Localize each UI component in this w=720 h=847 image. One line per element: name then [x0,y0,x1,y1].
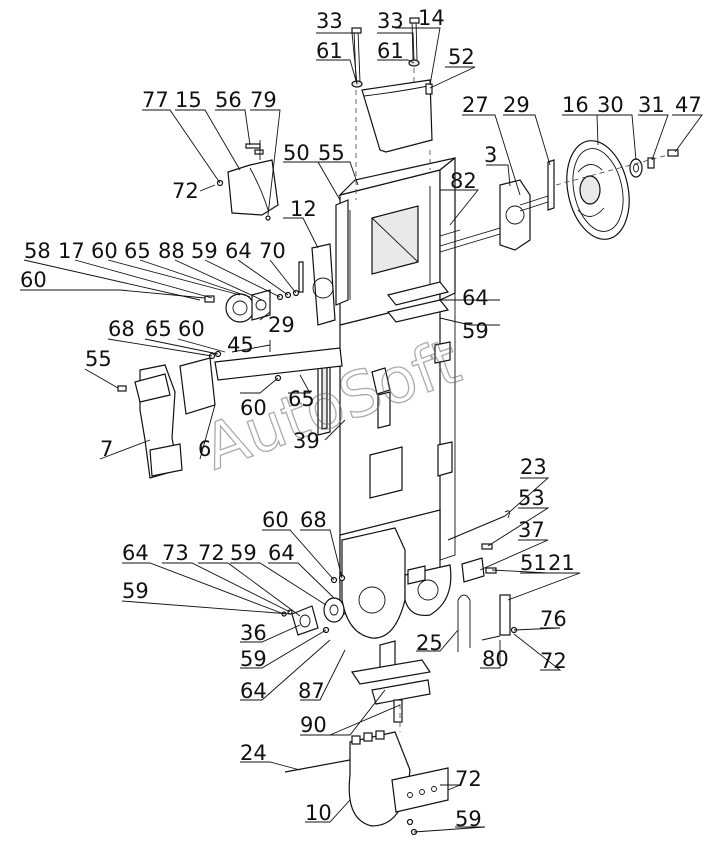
callout-17: 17 [58,239,85,263]
callout-58: 58 [24,239,51,263]
callout-87: 87 [298,679,325,703]
callout-80: 80 [482,647,509,671]
callout-60-row: 60 [91,239,118,263]
callout-64-boot-lower: 64 [240,679,267,703]
callout-59-boot-lower: 59 [240,647,267,671]
callout-61-left: 61 [316,39,343,63]
callout-10: 10 [305,801,332,825]
callout-6: 6 [198,437,211,461]
callout-70: 70 [259,239,286,263]
callout-52: 52 [448,45,475,69]
callout-21: 21 [548,551,575,575]
callout-labels: 33 33 14 61 61 52 77 15 56 79 72 27 29 1… [20,6,702,831]
callout-36: 36 [240,621,267,645]
callout-7: 7 [100,437,113,461]
bearing-group [281,574,346,636]
callout-72-top: 72 [172,179,199,203]
callout-61-right: 61 [377,39,404,63]
callout-79: 79 [250,88,277,112]
callout-39: 39 [293,429,320,453]
callout-27: 27 [462,93,489,117]
callout-55-top: 55 [318,141,345,165]
callout-76: 76 [540,607,567,631]
right-lower-group [447,510,518,652]
callout-64-boot-row: 64 [122,541,149,565]
callout-14: 14 [418,6,445,30]
callout-24: 24 [240,741,267,765]
callout-60-lower: 60 [240,396,267,420]
callout-33-left: 33 [316,9,343,33]
callout-64-mid: 64 [462,286,489,310]
callout-53: 53 [518,486,545,510]
main-frame [317,156,456,639]
callout-72-right: 72 [540,649,567,673]
tensioner-group [117,340,343,479]
callout-77: 77 [142,88,169,112]
callout-51: 51 [520,551,547,575]
drive-group [439,140,679,253]
callout-59-row: 59 [191,239,218,263]
callout-15: 15 [175,88,202,112]
callout-72-boot-row: 72 [198,541,225,565]
callout-3: 3 [484,143,497,167]
callout-25: 25 [416,631,443,655]
callout-56: 56 [215,88,242,112]
callout-73: 73 [162,541,189,565]
callout-59-boot-left: 59 [122,579,149,603]
callout-55-left: 55 [85,347,112,371]
callout-50: 50 [283,141,310,165]
callout-45: 45 [227,333,254,357]
callout-16: 16 [562,93,589,117]
callout-60-boot: 60 [262,508,289,532]
callout-82: 82 [450,169,477,193]
callout-72-bottom: 72 [455,767,482,791]
callout-65-lower: 65 [288,387,315,411]
callout-90: 90 [300,713,327,737]
callout-88: 88 [158,239,185,263]
callout-59-boot-row: 59 [230,541,257,565]
callout-59-bottom: 59 [455,807,482,831]
callout-64-row: 64 [225,239,252,263]
callout-65-mid: 65 [145,317,172,341]
callout-33-right: 33 [377,9,404,33]
leader-lines [20,27,703,833]
bottom-group [284,640,449,836]
callout-31: 31 [638,93,665,117]
callout-59-mid: 59 [462,319,489,343]
callout-47: 47 [675,93,702,117]
callout-68-mid: 68 [108,317,135,341]
callout-60-left: 60 [20,268,47,292]
left-guard-group [216,140,279,221]
callout-29-top: 29 [503,93,530,117]
callout-65-row: 65 [124,239,151,263]
callout-64-boot-right: 64 [268,541,295,565]
callout-30: 30 [597,93,624,117]
callout-60-mid: 60 [178,317,205,341]
callout-68-boot: 68 [300,508,327,532]
callout-12: 12 [290,197,317,221]
callout-29-mid: 29 [268,313,295,337]
callout-23: 23 [520,455,547,479]
callout-37: 37 [518,518,545,542]
